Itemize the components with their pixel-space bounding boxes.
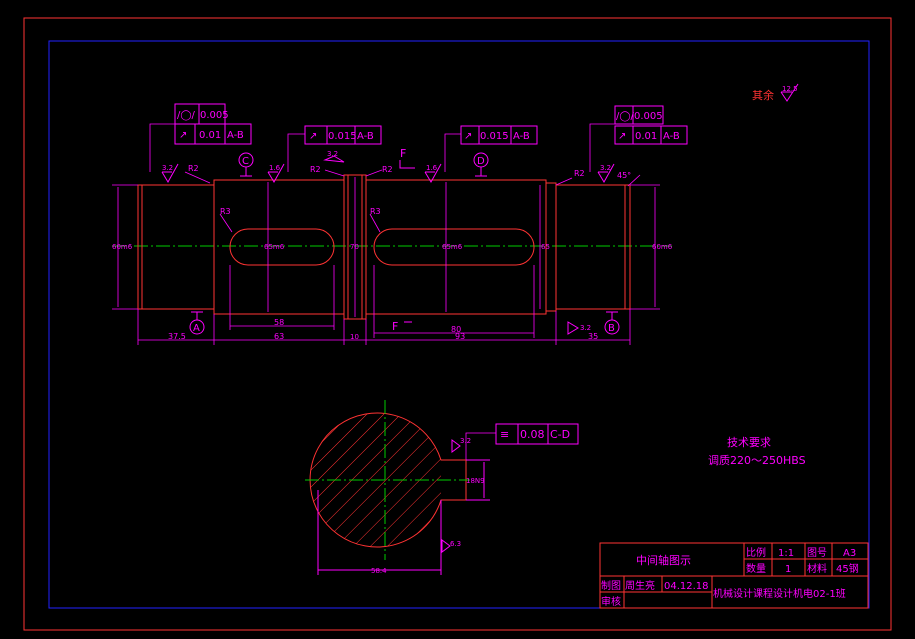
- f-markers: [399, 160, 415, 323]
- roughness-rest-label: 其余: [752, 88, 774, 102]
- radius-1: R2: [188, 164, 199, 173]
- section-keyway: 18N9: [466, 477, 485, 485]
- tb-scale: 1:1: [778, 548, 794, 559]
- fcf-6-value: 0.01: [635, 131, 657, 142]
- len-1: 37.5: [168, 332, 186, 341]
- radius-4: R2: [382, 165, 393, 174]
- section-width: 58.4: [371, 567, 387, 575]
- tb-drawn-label: 制图: [601, 579, 621, 592]
- keyway-1: [229, 228, 335, 266]
- fcf-4-symbol: ↗: [464, 131, 472, 142]
- fcf-5-value: 0.005: [634, 111, 663, 122]
- fcf-2-datum: A-B: [227, 130, 244, 141]
- dia-4: 65m6: [442, 243, 463, 251]
- radius-5: R3: [370, 207, 381, 216]
- dia-2: 65m6: [264, 243, 285, 251]
- fcf-2-value: 0.01: [199, 130, 221, 141]
- len-6: 93: [455, 332, 465, 341]
- tech-title: 技术要求: [727, 436, 771, 449]
- datum-a: A: [189, 311, 205, 335]
- fcf-4-datum: A-B: [513, 131, 530, 142]
- sf-4: 1.6: [426, 164, 438, 172]
- fcf-1: /◯/ 0.005 ↗ 0.01 A-B: [174, 103, 252, 145]
- tb-qty-label: 数量: [746, 562, 766, 575]
- fcf-6-datum: A-B: [663, 131, 680, 142]
- roughness-rest-value: 12.5: [782, 85, 798, 93]
- len-2: 58: [274, 318, 284, 327]
- tb-drawer: 周生亮: [625, 579, 655, 592]
- tech-line1: 调质220～250HBS: [708, 454, 806, 467]
- fcf-3-datum: A-B: [357, 131, 374, 142]
- tb-dwg-label: 图号: [807, 547, 827, 559]
- tb-name: 中间轴图示: [636, 553, 691, 567]
- roughness-rest-symbol: 12.5: [780, 83, 799, 102]
- dia-3: 70: [350, 243, 359, 251]
- datum-c: C: [238, 152, 254, 177]
- len-7: 35: [588, 332, 598, 341]
- datum-b: B: [604, 311, 620, 335]
- sf-2: 1.6: [269, 164, 281, 172]
- fcf-7-symbol: ≡: [500, 428, 509, 441]
- len-3: 63: [274, 332, 284, 341]
- radius-3: R2: [310, 165, 321, 174]
- f-bottom: F: [392, 320, 398, 333]
- tb-dwg-no: A3: [843, 548, 856, 559]
- len-5: 80: [451, 325, 461, 334]
- tb-course: 机械设计课程设计机电02-1班: [713, 587, 846, 600]
- datum-a-label: A: [193, 323, 200, 334]
- shaft-seg-6: [555, 184, 631, 310]
- fcf-7-datum: C-D: [550, 428, 570, 441]
- fcf-2-symbol: ↗: [179, 130, 187, 141]
- chamfer-label: 45°: [617, 171, 631, 180]
- fcf-1-symbol: /◯/: [177, 110, 196, 121]
- surface-finish-symbols: [161, 155, 615, 335]
- tb-material-label: 材料: [807, 562, 827, 575]
- dia-5: 65: [541, 243, 550, 251]
- sf-8: 6.3: [450, 540, 461, 548]
- fcf-1-value: 0.005: [200, 110, 229, 121]
- f-top: F: [400, 147, 406, 160]
- outer-frame: [23, 17, 892, 631]
- shaft-view: [112, 174, 672, 320]
- dia-1: 60m6: [112, 243, 133, 251]
- fcf-4-value: 0.015: [480, 131, 509, 142]
- tb-qty: 1: [785, 564, 791, 575]
- datum-c-label: C: [242, 156, 249, 167]
- fcf-5-symbol: /◯/: [616, 111, 635, 122]
- tolerance-leaders: [149, 123, 615, 460]
- fcf-7: ≡ 0.08 C-D: [495, 423, 579, 445]
- len-4: 10: [350, 333, 359, 341]
- datum-d: D: [473, 152, 489, 177]
- sf-7: 3.2: [460, 437, 471, 445]
- fcf-3: ↗ 0.015 A-B: [304, 125, 382, 145]
- fcf-7-value: 0.08: [520, 428, 545, 441]
- fcf-3-value: 0.015: [328, 131, 357, 142]
- tb-scale-label: 比例: [746, 546, 766, 559]
- radius-6: R2: [574, 169, 585, 178]
- title-block: [599, 542, 869, 609]
- fcf-5: /◯/ 0.005 ↗ 0.01 A-B: [614, 105, 688, 145]
- tb-material: 45钢: [836, 562, 859, 575]
- keyway-2: [373, 228, 535, 266]
- sf-1: 3.2: [162, 164, 173, 172]
- fcf-4: ↗ 0.015 A-B: [460, 125, 538, 145]
- fcf-3-symbol: ↗: [309, 131, 317, 142]
- radius-2: R3: [220, 207, 231, 216]
- sf-3: 3.2: [327, 150, 338, 158]
- datum-d-label: D: [477, 156, 485, 167]
- sf-6: 3.2: [580, 324, 591, 332]
- dia-6: 60m6: [652, 243, 673, 251]
- fcf-6-symbol: ↗: [618, 131, 626, 142]
- section-view: [305, 400, 490, 575]
- datum-b-label: B: [608, 323, 615, 334]
- sf-5: 3.2: [600, 164, 611, 172]
- shaft-seg-1: [137, 184, 215, 310]
- tb-date: 04.12.18: [664, 581, 709, 592]
- tb-check-label: 审核: [601, 595, 621, 608]
- inner-frame: [48, 40, 870, 609]
- dimensions: [112, 169, 660, 345]
